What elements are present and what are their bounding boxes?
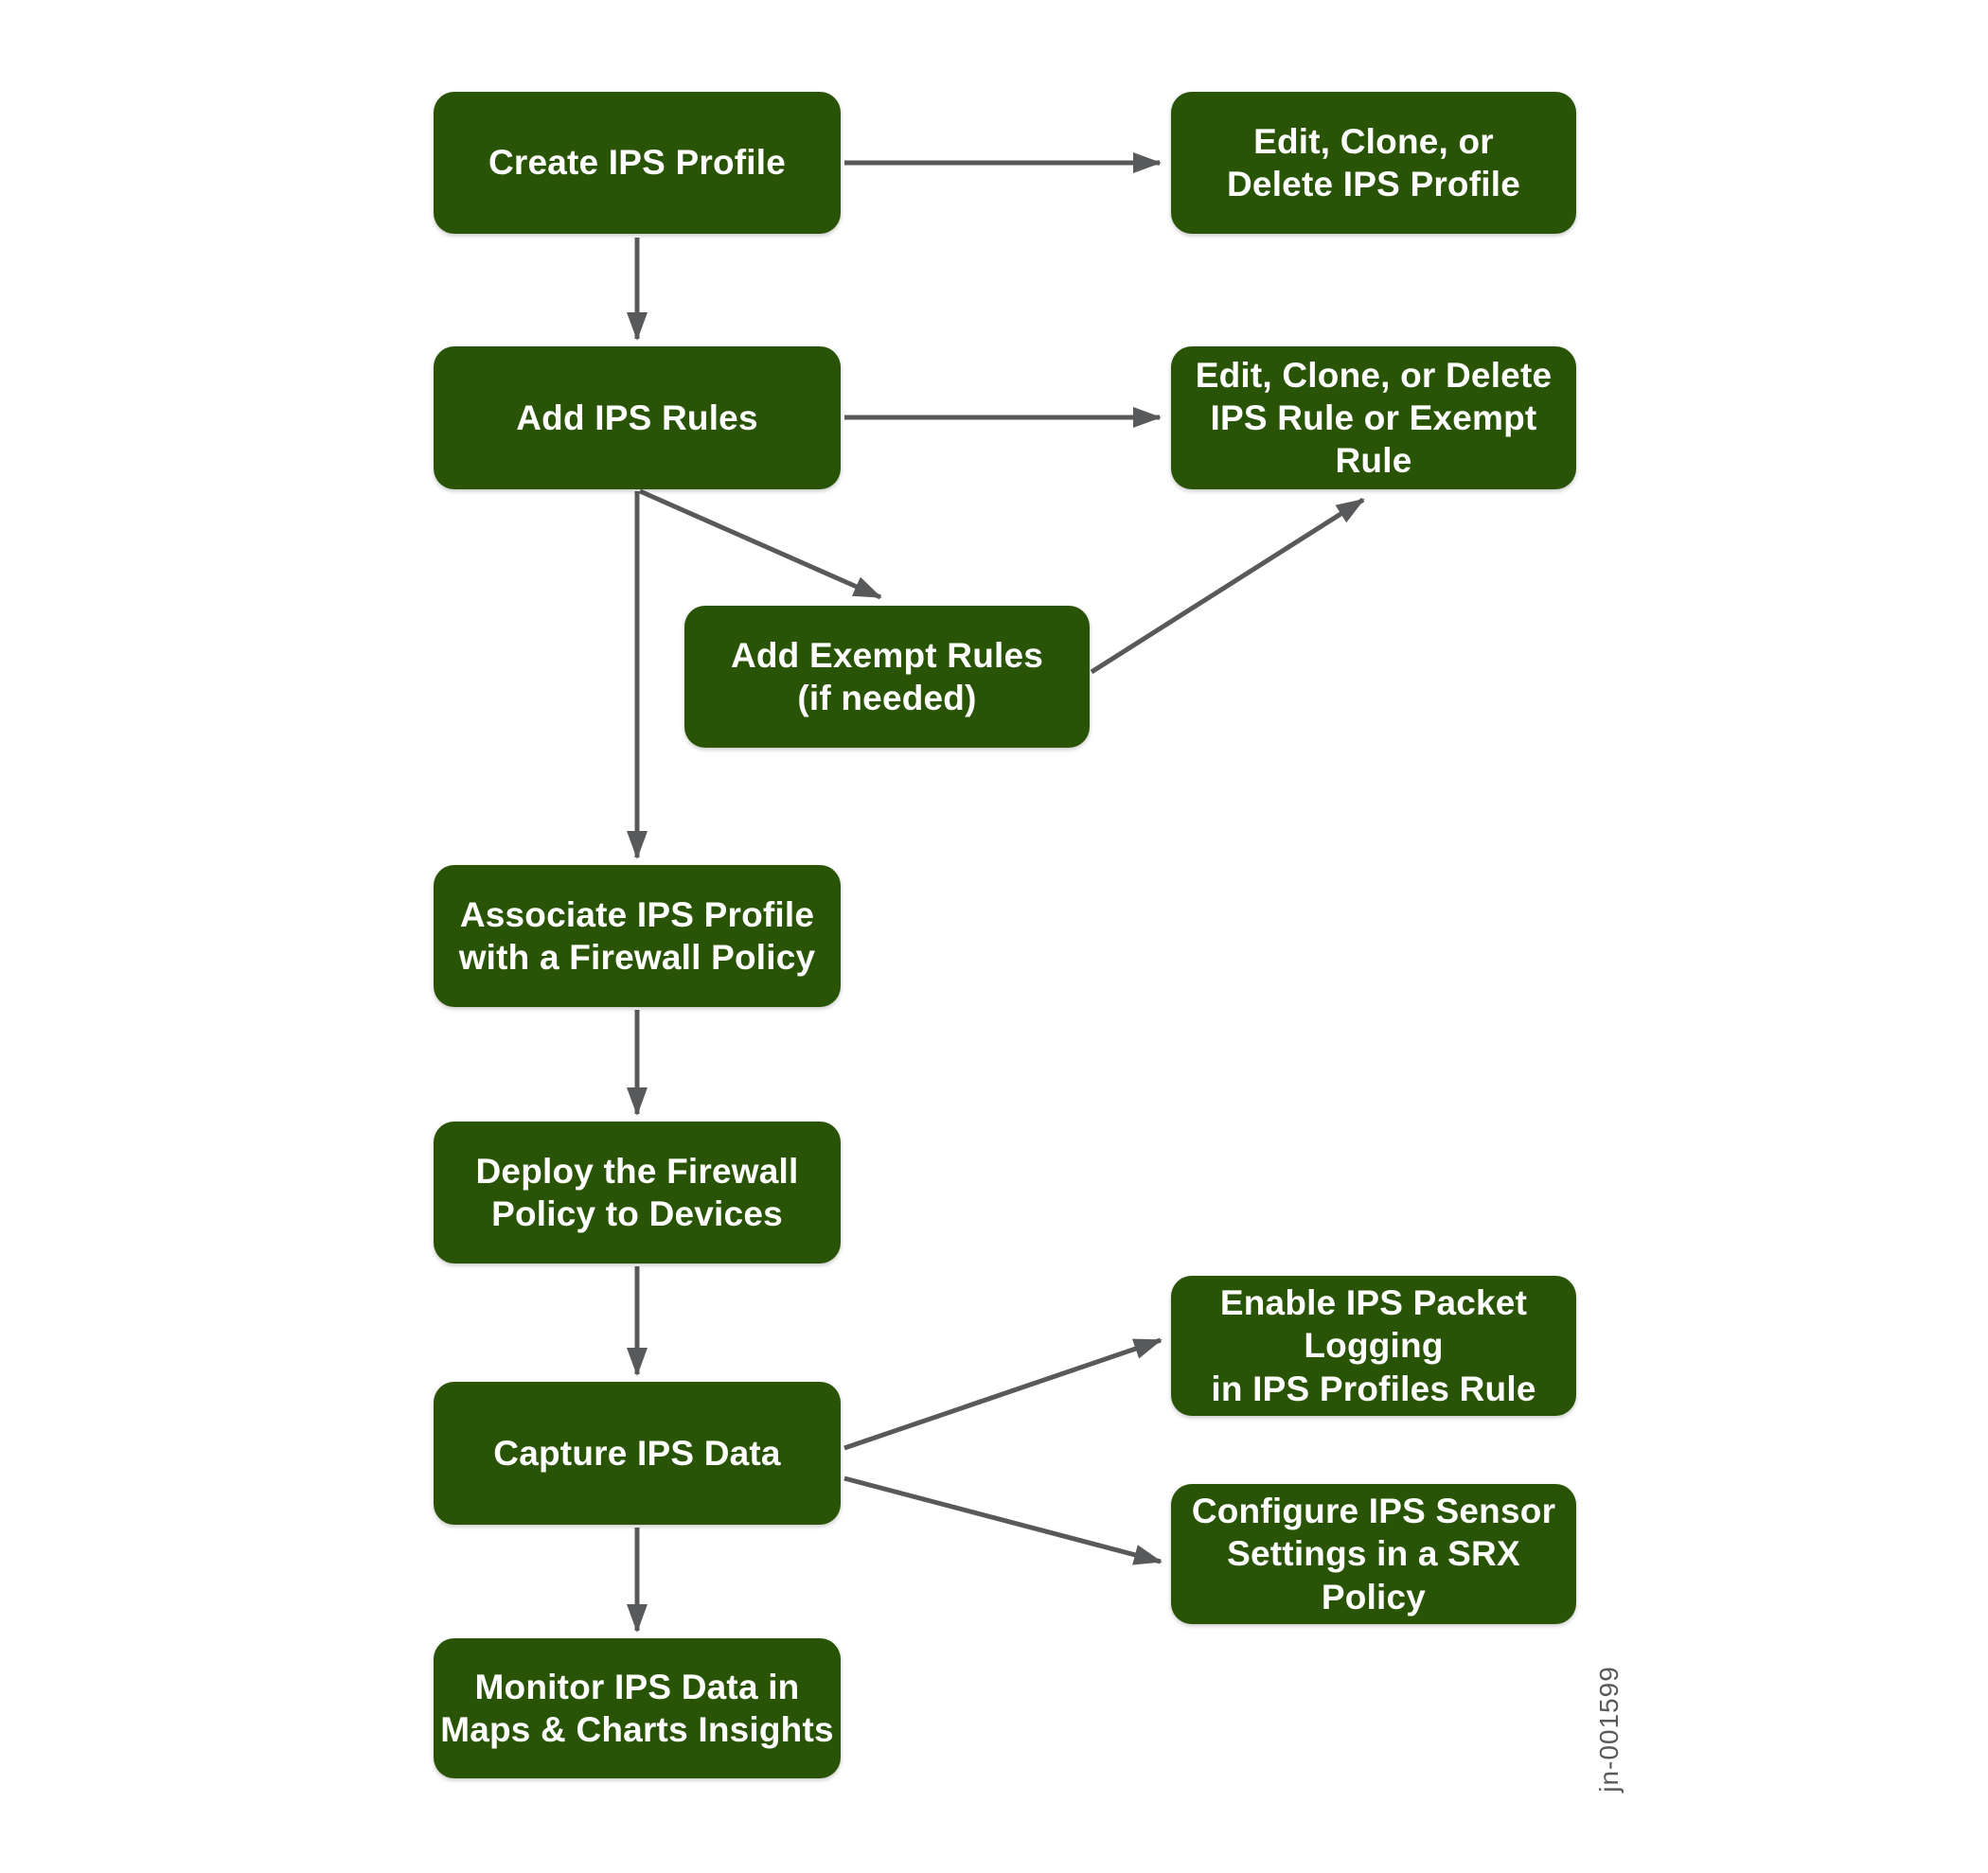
node-add-exempt-rules: Add Exempt Rules (if needed) [684,606,1090,748]
node-enable-ips-packet-logging: Enable IPS Packet Logging in IPS Profile… [1171,1276,1576,1416]
arrow-exempt-to-edit-rule [1090,497,1365,675]
node-associate-ips-profile: Associate IPS Profile with a Firewall Po… [434,865,841,1007]
node-capture-ips-data: Capture IPS Data [434,1382,841,1525]
node-edit-clone-delete-ips-profile: Edit, Clone, or Delete IPS Profile [1171,92,1576,234]
node-add-ips-rules: Add IPS Rules [434,346,841,489]
node-create-ips-profile: Create IPS Profile [434,92,841,234]
node-deploy-firewall-policy: Deploy the Firewall Policy to Devices [434,1122,841,1263]
figure-id-watermark: jn-001599 [1594,1666,1624,1793]
node-edit-clone-delete-ips-rule: Edit, Clone, or Delete IPS Rule or Exemp… [1171,346,1576,489]
arrow-capture-to-sensor [843,1475,1163,1565]
arrow-add-rules-to-exempt [638,488,882,600]
node-configure-ips-sensor: Configure IPS Sensor Settings in a SRX P… [1171,1484,1576,1624]
node-monitor-ips-data: Monitor IPS Data in Maps & Charts Insigh… [434,1638,841,1778]
arrow-capture-to-logging [843,1337,1163,1451]
